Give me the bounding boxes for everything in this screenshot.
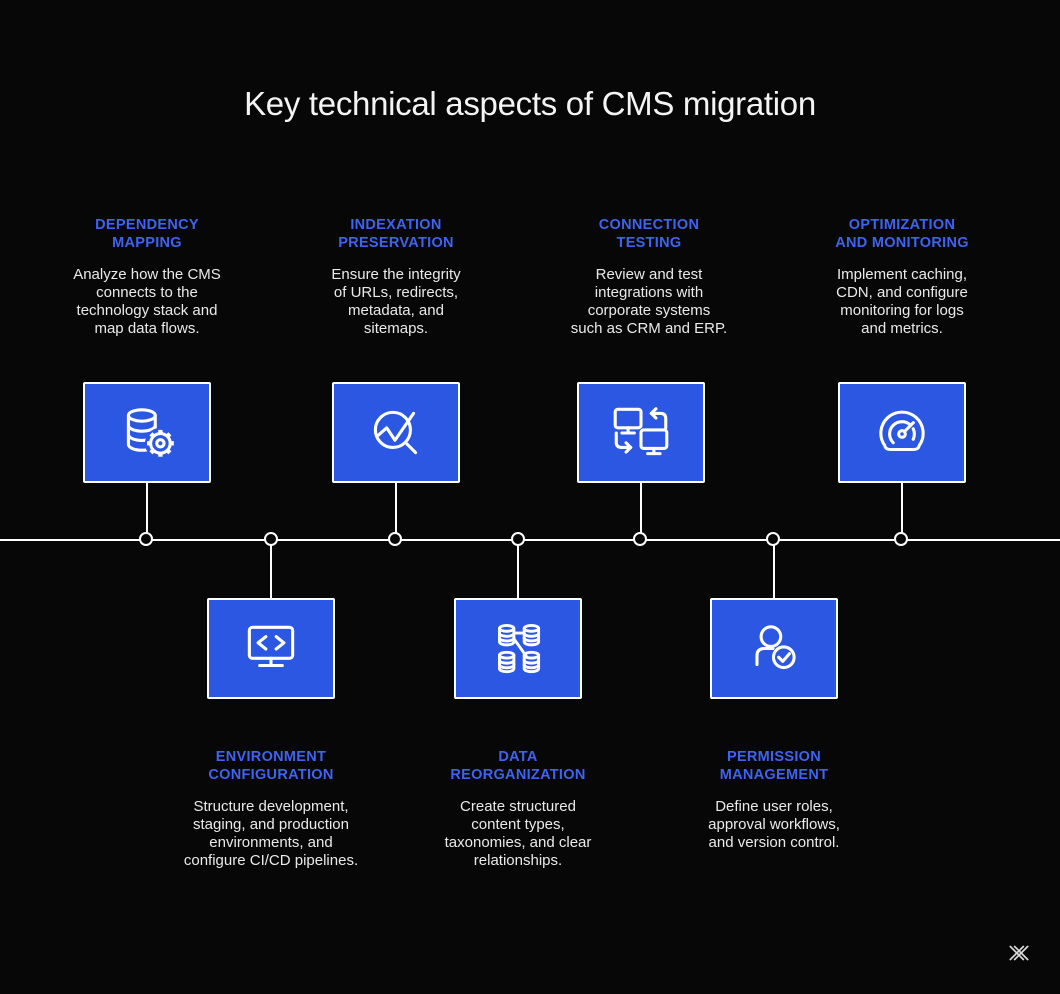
item-text-environment-configuration: ENVIRONMENT CONFIGURATION Structure deve… — [161, 748, 381, 870]
item-heading: ENVIRONMENT CONFIGURATION — [208, 749, 334, 783]
double-x-monogram-logo — [1009, 945, 1029, 961]
item-description: Structure development, staging, and prod… — [183, 798, 359, 869]
page-title: Key technical aspects of CMS migration — [244, 85, 816, 122]
icon-box-dependency-mapping — [83, 382, 211, 483]
item-heading: PERMISSION MANAGEMENT — [719, 749, 829, 783]
item-description: Ensure the integrity of URLs, redirects,… — [331, 266, 461, 337]
item-heading: DEPENDENCY MAPPING — [95, 217, 199, 251]
item-description: Review and test integrations with corpor… — [570, 266, 728, 337]
connector-line — [270, 541, 272, 598]
timeline-line — [0, 539, 1060, 541]
item-text-dependency-mapping: DEPENDENCY MAPPING Analyze how the CMS c… — [37, 216, 257, 338]
item-heading: OPTIMIZATION AND MONITORING — [835, 217, 969, 251]
connector-line — [640, 483, 642, 539]
icon-box-data-reorganization — [454, 598, 582, 699]
item-description: Define user roles, approval workflows, a… — [708, 798, 840, 851]
connector-line — [901, 483, 903, 539]
timeline-node-dot — [388, 532, 402, 546]
item-text-optimization-monitoring: OPTIMIZATION AND MONITORING Implement ca… — [792, 216, 1012, 338]
timeline-node-dot — [264, 532, 278, 546]
systems-sync-icon — [613, 406, 669, 455]
user-check-icon — [755, 624, 796, 669]
item-heading: INDEXATION PRESERVATION — [338, 217, 454, 251]
icon-box-connection-testing — [577, 382, 705, 483]
icon-box-permission-management — [710, 598, 838, 699]
item-text-indexation-preservation: INDEXATION PRESERVATION Ensure the integ… — [286, 216, 506, 338]
item-text-permission-management: PERMISSION MANAGEMENT Define user roles,… — [664, 748, 884, 852]
linked-databases-icon — [497, 623, 541, 673]
icon-box-environment-configuration — [207, 598, 335, 699]
icon-box-optimization-monitoring — [838, 382, 966, 483]
item-heading: DATA REORGANIZATION — [450, 749, 586, 783]
timeline-node-dot — [766, 532, 780, 546]
connector-line — [146, 483, 148, 539]
connector-line — [773, 541, 775, 598]
item-description: Implement caching, CDN, and configure mo… — [836, 266, 968, 337]
database-gear-icon — [126, 407, 176, 459]
connector-line — [517, 541, 519, 598]
connector-line — [395, 483, 397, 539]
timeline-node-dot — [139, 532, 153, 546]
timeline-node-dot — [633, 532, 647, 546]
timeline-node-dot — [894, 532, 908, 546]
item-heading: CONNECTION TESTING — [598, 217, 700, 251]
icon-box-indexation-preservation — [332, 382, 460, 483]
item-text-connection-testing: CONNECTION TESTING Review and test integ… — [539, 216, 759, 338]
item-description: Analyze how the CMS connects to the tech… — [73, 266, 221, 337]
speedometer-icon — [879, 410, 925, 451]
code-monitor-icon — [247, 625, 295, 667]
item-text-data-reorganization: DATA REORGANIZATION Create structured co… — [408, 748, 628, 870]
magnifier-trend-icon — [373, 410, 418, 454]
item-description: Create structured content types, taxonom… — [444, 798, 592, 869]
timeline-node-dot — [511, 532, 525, 546]
